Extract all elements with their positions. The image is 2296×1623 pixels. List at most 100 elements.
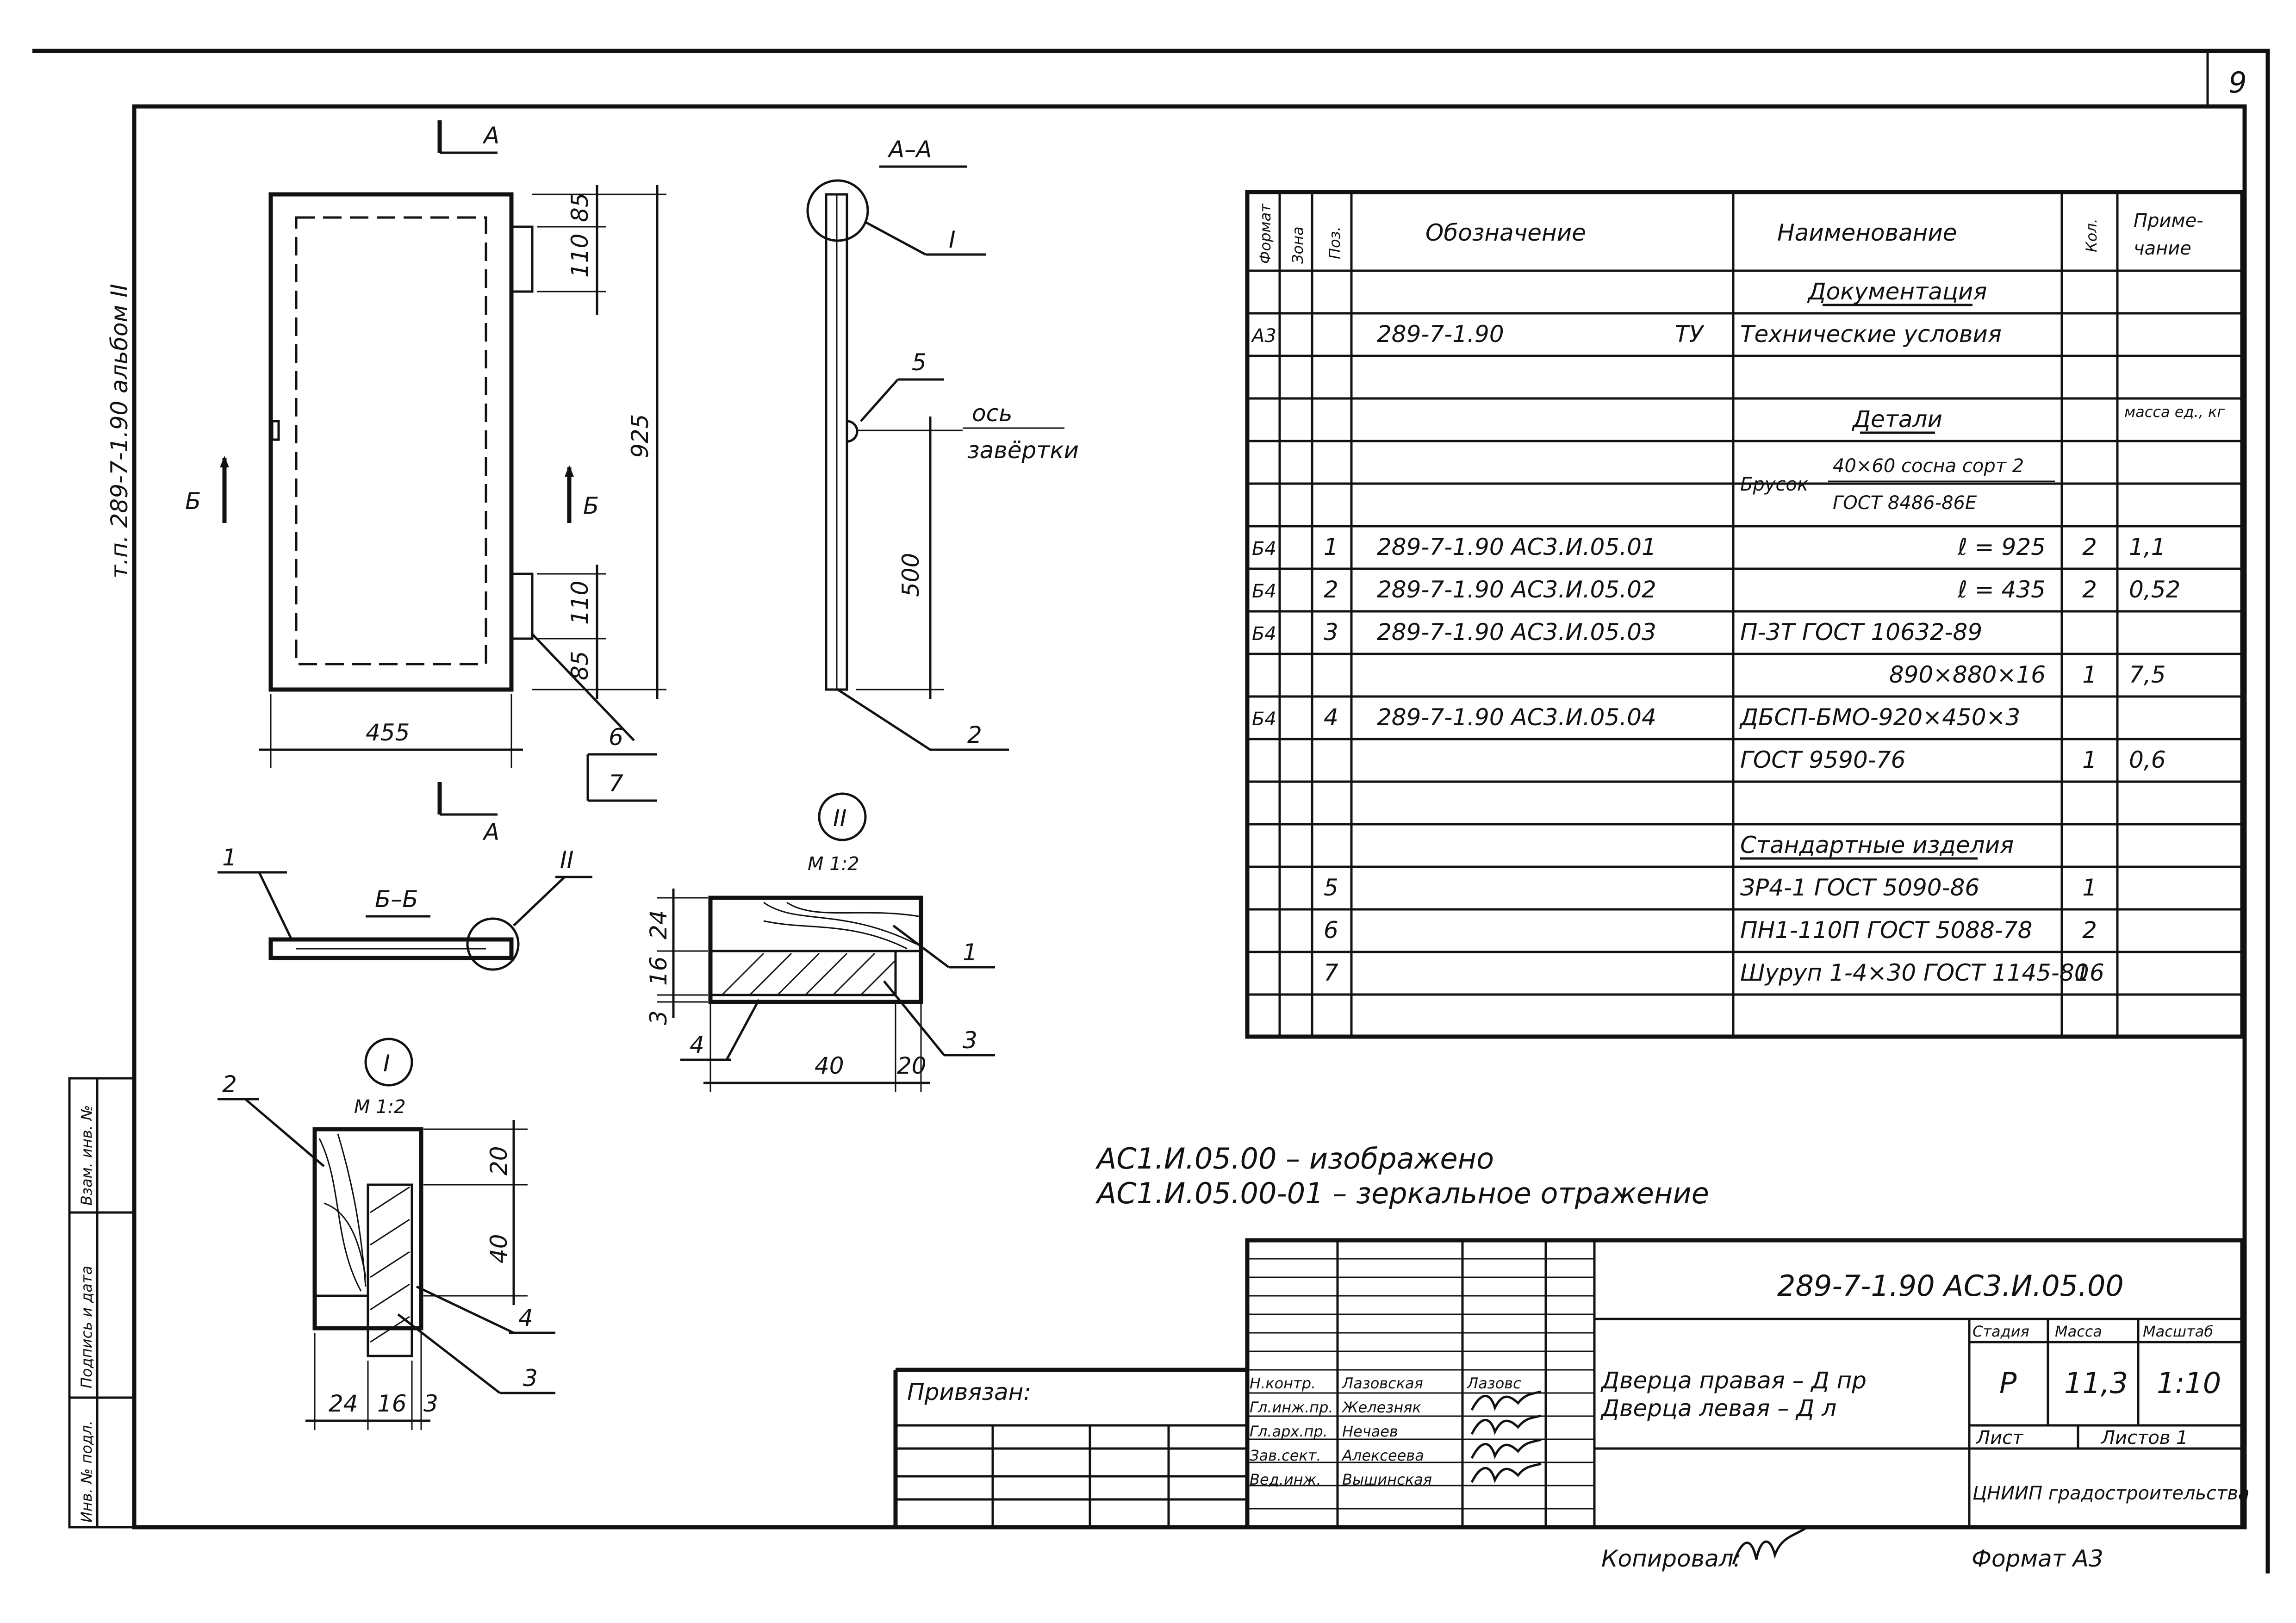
- section-aa-title: А–А: [887, 136, 932, 163]
- sheet-number: 9: [2228, 66, 2246, 99]
- signatory-name: Лазовская: [1342, 1374, 1423, 1392]
- dim-width-455: 455: [366, 719, 410, 746]
- node-1-label: I: [949, 226, 956, 253]
- hdr-zone: Зона: [1289, 226, 1307, 264]
- title-code: 289-7-1.90 АС3.И.05.00: [1777, 1269, 2124, 1303]
- d2-dim-3: 3: [645, 1010, 672, 1025]
- spec-cell-pos: 6: [1324, 917, 1338, 944]
- signature-mark: [1470, 1462, 1542, 1483]
- detail-1-label: I: [383, 1050, 390, 1077]
- spec-cell-qty: 2: [2082, 576, 2097, 603]
- d2-callout-4: 4: [690, 1032, 704, 1058]
- spec-cell-format: А3: [1251, 325, 1276, 347]
- detail-2-scale: М 1:2: [808, 853, 859, 875]
- d2-dim-40: 40: [815, 1052, 844, 1079]
- spec-cell-designation: 289-7-1.90 АС3.И.05.01: [1377, 534, 1656, 560]
- signature-mark: [1470, 1390, 1542, 1411]
- variant-line-2: АС1.И.05.00-01 – зеркальное отражение: [1095, 1176, 1709, 1210]
- signatory-role: Н.контр.: [1250, 1374, 1316, 1392]
- signatory-name: Алексеева: [1341, 1447, 1424, 1464]
- spec-cell-format: Б4: [1252, 581, 1276, 602]
- hdr-qty: Кол.: [2083, 218, 2100, 252]
- spec-cell-qty: 2: [2082, 534, 2097, 560]
- spec-cell-name: 890×880×16: [1889, 661, 2046, 688]
- dim-85-top: 85: [566, 193, 593, 222]
- d1-callout-2: 2: [222, 1071, 237, 1098]
- section-a-label-bottom: А: [482, 819, 499, 846]
- format-label: Формат А3: [1972, 1545, 2103, 1572]
- spec-cell-designation: 289-7-1.90 АС3.И.05.03: [1377, 619, 1656, 646]
- d2-callout-1: 1: [963, 939, 977, 966]
- privyazan-label: Привязан:: [907, 1379, 1031, 1405]
- brusok-line-1: 40×60 сосна сорт 2: [1833, 455, 2024, 477]
- mass-value: 11,3: [2064, 1366, 2128, 1400]
- title-block-grid: [1247, 1258, 1594, 1510]
- axis-label-2: завёртки: [967, 437, 1079, 464]
- spec-cell-format: Б4: [1252, 623, 1276, 645]
- spec-cell-pos: 3: [1324, 619, 1338, 646]
- signatory-name: Нечаев: [1342, 1423, 1398, 1440]
- scale-value: 1:10: [2157, 1366, 2221, 1400]
- callout-7: 7: [609, 770, 623, 797]
- detail-1-hatch: [370, 1186, 410, 1343]
- left-margin: т.п. 289-7-1.90 альбом II Инв. № подл. П…: [68, 284, 136, 1529]
- spec-cell-name: Стандартные изделия: [1740, 832, 2014, 858]
- title-name-2: Дверца левая – Д л: [1600, 1395, 1836, 1422]
- spec-cell-name: Документация: [1807, 278, 1987, 305]
- copied-label: Копировал:: [1601, 1545, 1742, 1572]
- list-label: Лист: [1975, 1427, 2024, 1449]
- d1-callout-3: 3: [523, 1365, 538, 1392]
- bb-node-2: II: [560, 846, 574, 873]
- hdr-format: Формат: [1257, 203, 1274, 264]
- podpis-data-label: Подпись и дата: [78, 1266, 95, 1388]
- dim-85-bottom: 85: [566, 651, 593, 680]
- spec-cell-note: 0,6: [2129, 746, 2166, 773]
- d2-dim-24: 24: [645, 910, 672, 939]
- spec-cell-qty: 16: [2075, 959, 2104, 986]
- signature-mark: [1470, 1414, 1542, 1435]
- dim-height-925: 925: [627, 414, 653, 458]
- album-label: т.п. 289-7-1.90 альбом II: [106, 284, 133, 578]
- mass-header: Масса: [2055, 1323, 2102, 1340]
- organization: ЦНИИП градостроительства: [1972, 1483, 2249, 1504]
- spec-cell-pos: 5: [1324, 874, 1338, 901]
- spec-cell-format: Б4: [1252, 709, 1276, 730]
- spec-cell-name: П-3Т ГОСТ 10632-89: [1740, 619, 1982, 646]
- signatory-sign: Лазовс: [1467, 1374, 1521, 1392]
- spec-cell-pos: 4: [1324, 704, 1338, 731]
- spec-cell-note: 1,1: [2129, 534, 2166, 560]
- hdr-name: Наименование: [1777, 219, 1957, 246]
- dim-110-bottom: 110: [566, 581, 593, 625]
- spec-cell-name: ℓ = 435: [1957, 576, 2046, 603]
- signature-mark: [1470, 1438, 1542, 1459]
- inv-podl-label: Инв. № подл.: [78, 1420, 95, 1523]
- spec-cell-name: Детали: [1852, 406, 1942, 433]
- detail-2: II М 1:2 24 16 3 40 20 1: [645, 792, 995, 1092]
- spec-cell-qty: 1: [2082, 661, 2097, 688]
- detail-2-label: II: [833, 805, 847, 832]
- spec-cell-suffix: ТУ: [1675, 321, 1705, 348]
- d1-dim-16: 16: [377, 1390, 407, 1417]
- d1-dim-24: 24: [329, 1390, 358, 1417]
- spec-cell-designation: 289-7-1.90: [1377, 321, 1504, 348]
- spec-cell-note: 0,52: [2129, 576, 2180, 603]
- hdr-pos: Поз.: [1326, 226, 1344, 259]
- d1-dim-20: 20: [485, 1146, 512, 1175]
- spec-cell-name: ДБСП-БМО-920×450×3: [1739, 704, 2020, 731]
- section-aa: А–А I 5 ось завёртки 500 2: [806, 136, 1079, 751]
- signatory-role: Вед.инж.: [1250, 1471, 1321, 1488]
- aa-callout-2: 2: [967, 721, 982, 748]
- d2-dim-16: 16: [645, 956, 672, 986]
- section-bb: Б–Б 1 II: [218, 844, 592, 971]
- hdr-note-1: Приме-: [2134, 210, 2203, 231]
- d1-dim-40: 40: [485, 1234, 512, 1263]
- detail-1-scale: М 1:2: [354, 1096, 406, 1118]
- d2-callout-3: 3: [963, 1027, 977, 1054]
- signatory-name: Вышинская: [1342, 1471, 1432, 1488]
- footer: Копировал: Формат А3: [1601, 1526, 2103, 1572]
- spec-cell-note: 7,5: [2129, 661, 2166, 688]
- signatory-role: Гл.инж.пр.: [1250, 1399, 1333, 1416]
- brusok-line-2: ГОСТ 8486-86Е: [1833, 492, 1977, 514]
- detail-1: I М 1:2 20 40 24 16 3 2 4: [218, 1038, 555, 1430]
